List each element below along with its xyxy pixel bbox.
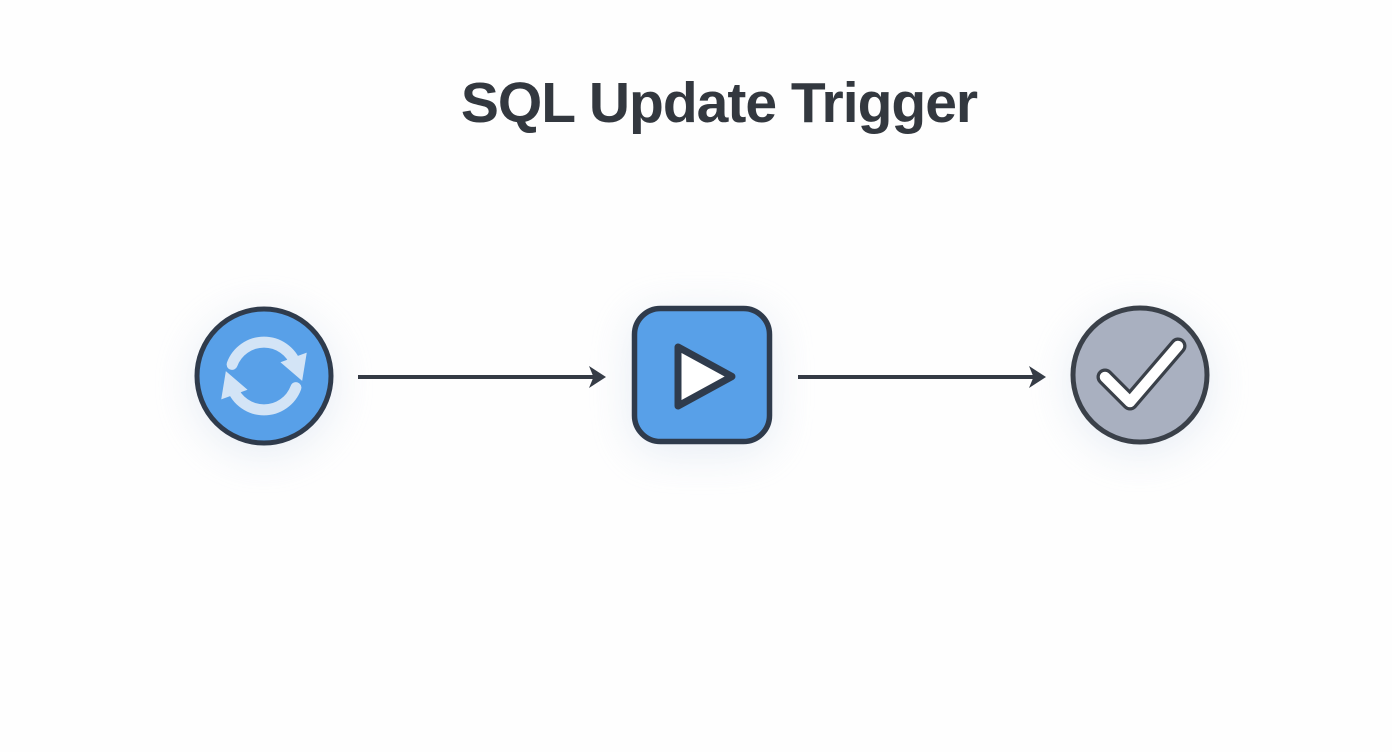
check-node-circle (1070, 305, 1210, 445)
arrowhead-icon (589, 366, 606, 388)
sync-node-circle (194, 306, 334, 446)
check-node (1070, 305, 1210, 445)
check-icon (1096, 337, 1187, 411)
arrow-connector-2 (798, 366, 1046, 388)
diagram-title: SQL Update Trigger (460, 71, 978, 135)
play-icon (674, 343, 736, 410)
sync-node (194, 306, 334, 446)
play-node (631, 305, 773, 445)
arrowhead-icon (1029, 366, 1046, 388)
arrow-connector-1 (358, 366, 606, 388)
sync-icon (221, 336, 307, 416)
